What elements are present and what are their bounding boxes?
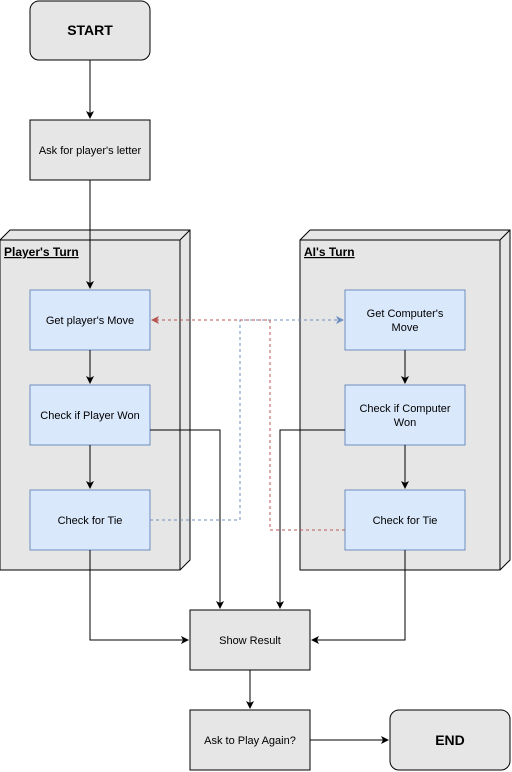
ask-again-label: Ask to Play Again? [204,735,296,747]
end-label: END [435,732,465,748]
ai-check-won-label-1: Check if Computer [359,403,450,415]
start-label: START [67,22,113,38]
ai-check-won-label-2: Won [394,417,416,429]
edge-player-tie-to-ai-move-dashed [150,316,344,521]
player-check-tie-label: Check for Tie [58,515,123,527]
player-check-tie-node: Check for Tie [29,489,151,551]
player-turn-title: Player's Turn [4,245,79,259]
edge-ai-won-to-result [276,429,345,609]
connectors [86,60,409,744]
start-node: START [29,0,151,61]
ask-letter-node: Ask for player's letter [29,119,151,181]
ask-again-node: Ask to Play Again? [189,709,311,771]
ask-letter-label: Ask for player's letter [39,145,142,157]
edge-player-won-to-result [150,429,224,609]
edge-ai-tie-to-result [311,550,406,644]
edge-player-tie-to-result [89,550,189,644]
player-check-won-node: Check if Player Won [29,384,151,446]
ai-check-tie-label: Check for Tie [373,515,438,527]
player-get-move-node: Get player's Move [29,289,151,351]
end-node: END [389,709,511,771]
ai-get-move-node: Get Computer's Move [344,289,466,351]
ai-check-won-node: Check if Computer Won [344,384,466,446]
player-get-move-label: Get player's Move [46,315,134,327]
ai-get-move-label-2: Move [392,322,419,334]
ai-check-tie-node: Check for Tie [344,489,466,551]
show-result-node: Show Result [189,609,311,671]
ai-get-move-label-1: Get Computer's [367,308,444,320]
ai-turn-title: AI's Turn [304,245,355,259]
edge-ai-tie-to-player-move-dashed [151,316,345,531]
show-result-label: Show Result [219,635,281,647]
player-check-won-label: Check if Player Won [40,410,139,422]
